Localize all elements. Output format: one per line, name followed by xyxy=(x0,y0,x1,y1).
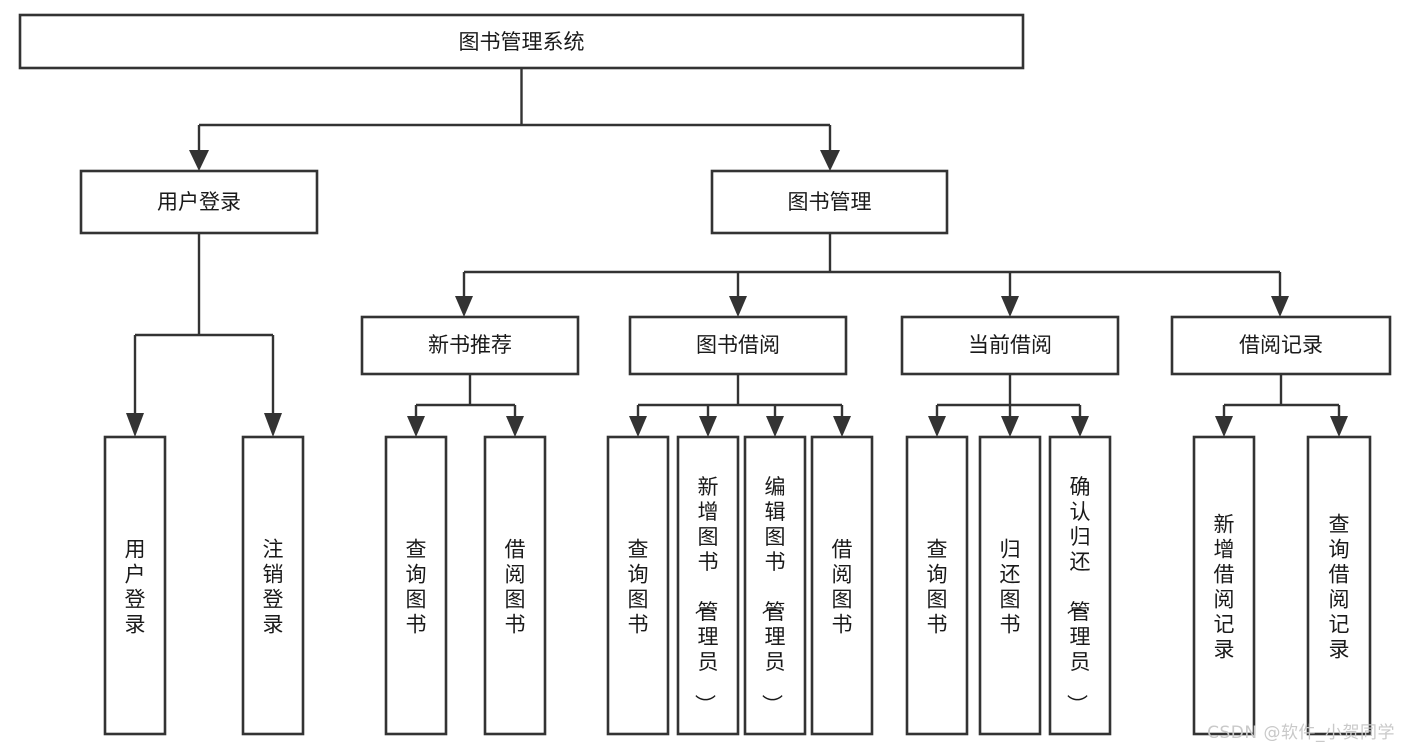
node-book-borrow-box[interactable] xyxy=(628,315,848,376)
leaf-return-book-box[interactable] xyxy=(978,435,1042,736)
leaf-confirm-return-label: 确认归还（管理员） xyxy=(1065,475,1091,715)
node-current-borrow[interactable]: 当前借阅 xyxy=(900,315,1120,376)
leaf-add-record-box[interactable] xyxy=(1192,435,1256,736)
leaf-borrow-book-rec[interactable]: 借阅图书 xyxy=(483,435,547,736)
leaf-node-layer: 用户登录 注销登录 查询图书 借阅图书 查询图书 新增图书（管理员） 编辑图书（管理员） 借阅… xyxy=(103,435,1372,736)
node-current-borrow-box[interactable] xyxy=(900,315,1120,376)
leaf-return-book[interactable]: 归还图书 xyxy=(978,435,1042,736)
node-borrow-record-label: 借阅记录 xyxy=(1239,333,1323,357)
leaf-query-book-rec[interactable]: 查询图书 xyxy=(384,435,448,736)
leaf-return-book-label: 归还图书 xyxy=(1000,538,1021,637)
arrowhead-icon xyxy=(1071,416,1089,437)
node-user-login-box[interactable] xyxy=(79,169,319,235)
node-book-borrow[interactable]: 图书借阅 xyxy=(628,315,848,376)
arrowhead-icon xyxy=(928,416,946,437)
leaf-query-book-borrow-box[interactable] xyxy=(606,435,670,736)
leaf-add-record-label: 新增借阅记录 xyxy=(1214,513,1235,662)
leaf-add-record[interactable]: 新增借阅记录 xyxy=(1192,435,1256,736)
leaf-user-login[interactable]: 用户登录 xyxy=(103,435,167,736)
leaf-user-login-label: 用户登录 xyxy=(125,538,146,637)
node-user-login[interactable]: 用户登录 xyxy=(79,169,319,235)
leaf-query-record-label: 查询借阅记录 xyxy=(1329,513,1350,662)
node-borrow-record[interactable]: 借阅记录 xyxy=(1170,315,1392,376)
node-new-book-recommend[interactable]: 新书推荐 xyxy=(360,315,580,376)
arrowhead-icon xyxy=(1271,296,1289,317)
arrowhead-icon xyxy=(629,416,647,437)
node-new-book-recommend-label: 新书推荐 xyxy=(428,333,512,357)
node-book-manage-box[interactable] xyxy=(710,169,949,235)
arrowhead-icon xyxy=(455,296,473,317)
arrowhead-icon xyxy=(189,150,209,171)
leaf-logout-box[interactable] xyxy=(241,435,305,736)
leaf-query-book-borrow[interactable]: 查询图书 xyxy=(606,435,670,736)
arrowhead-icon xyxy=(766,416,784,437)
node-borrow-record-box[interactable] xyxy=(1170,315,1392,376)
node-root-label: 图书管理系统 xyxy=(459,30,585,54)
node-book-borrow-label: 图书借阅 xyxy=(696,333,780,357)
leaf-query-record[interactable]: 查询借阅记录 xyxy=(1306,435,1372,736)
arrowhead-icon xyxy=(1330,416,1348,437)
arrowhead-icon xyxy=(1001,296,1019,317)
leaf-borrow-book-rec-label: 借阅图书 xyxy=(505,538,526,637)
arrowhead-icon xyxy=(1001,416,1019,437)
arrowhead-icon xyxy=(833,416,851,437)
leaf-query-book-cur-label: 查询图书 xyxy=(927,538,948,637)
arrowhead-icon xyxy=(729,296,747,317)
arrowhead-icon xyxy=(407,416,425,437)
leaf-borrow-book[interactable]: 借阅图书 xyxy=(810,435,874,736)
arrowhead-icon xyxy=(699,416,717,437)
node-book-manage-label: 图书管理 xyxy=(788,190,872,214)
leaf-add-book-label: 新增图书（管理员） xyxy=(693,475,719,715)
leaf-query-book-rec-label: 查询图书 xyxy=(406,538,427,637)
node-current-borrow-label: 当前借阅 xyxy=(968,333,1052,357)
leaf-logout[interactable]: 注销登录 xyxy=(241,435,305,736)
leaf-confirm-return[interactable]: 确认归还（管理员） xyxy=(1048,435,1112,736)
node-book-manage[interactable]: 图书管理 xyxy=(710,169,949,235)
leaf-query-book-cur-box[interactable] xyxy=(905,435,969,736)
arrowhead-icon xyxy=(126,413,144,437)
leaf-borrow-book-rec-box[interactable] xyxy=(483,435,547,736)
node-user-login-label: 用户登录 xyxy=(157,190,241,214)
node-root[interactable]: 图书管理系统 xyxy=(18,13,1025,70)
arrowhead-icon xyxy=(1215,416,1233,437)
arrowhead-icon xyxy=(820,150,840,171)
leaf-confirm-return-box[interactable] xyxy=(1048,435,1112,736)
leaf-query-record-box[interactable] xyxy=(1306,435,1372,736)
leaf-user-login-box[interactable] xyxy=(103,435,167,736)
leaf-query-book-cur[interactable]: 查询图书 xyxy=(905,435,969,736)
leaf-add-book[interactable]: 新增图书（管理员） xyxy=(676,435,740,736)
arrowhead-icon xyxy=(506,416,524,437)
leaf-edit-book-label: 编辑图书（管理员） xyxy=(760,475,786,715)
arrowhead-layer xyxy=(126,150,1348,437)
node-new-book-recommend-box[interactable] xyxy=(360,315,580,376)
leaf-query-book-borrow-label: 查询图书 xyxy=(628,538,649,637)
leaf-add-book-box[interactable] xyxy=(676,435,740,736)
leaf-logout-label: 注销登录 xyxy=(263,538,284,637)
leaf-query-book-rec-box[interactable] xyxy=(384,435,448,736)
leaf-borrow-book-label: 借阅图书 xyxy=(832,538,853,637)
node-root-box[interactable] xyxy=(18,13,1025,70)
arrowhead-icon xyxy=(264,413,282,437)
leaf-borrow-book-box[interactable] xyxy=(810,435,874,736)
leaf-edit-book-box[interactable] xyxy=(743,435,807,736)
leaf-edit-book[interactable]: 编辑图书（管理员） xyxy=(743,435,807,736)
